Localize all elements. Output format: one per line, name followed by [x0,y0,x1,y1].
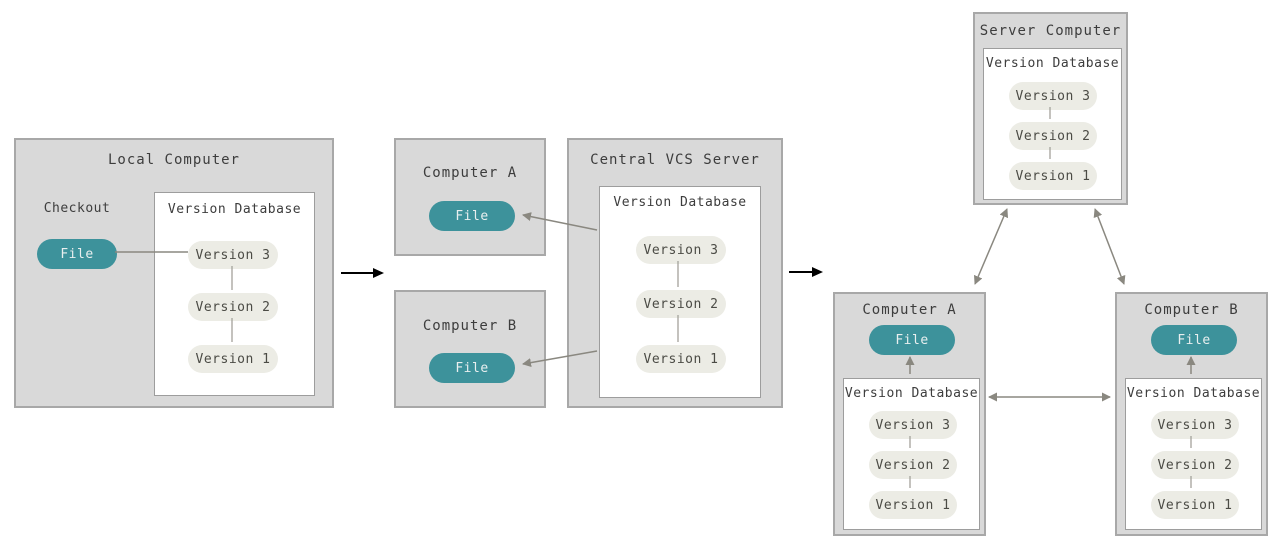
server-version-database-box: Version Database Version 3 Version 2 Ver… [983,48,1122,200]
computer-b-title: Computer B [422,318,518,334]
central-vcs-server-title: Central VCS Server [590,152,760,168]
version-pill: Version 3 [1009,82,1097,110]
version-pill: Version 1 [636,345,726,373]
file-pill: File [429,353,515,383]
version-pill: Version 2 [636,290,726,318]
version-pill: Version 1 [1151,491,1239,519]
version-pill: Version 2 [869,451,957,479]
computer-a-title: Computer A [862,302,957,318]
distributed-computer-b-box: Computer B File Version Database Version… [1115,292,1268,536]
central-version-database-box: Version Database Version 3 Version 2 Ver… [599,186,761,398]
version-pill: Version 2 [188,293,278,321]
version-pill: Version 2 [1009,122,1097,150]
version-pill: Version 1 [188,345,278,373]
server-computer-title: Server Computer [979,23,1122,39]
version-pill: Version 3 [636,236,726,264]
checkout-label: Checkout [43,201,111,216]
computer-a-version-database-box: Version Database Version 3 Version 2 Ver… [843,378,980,530]
version-pill: Version 2 [1151,451,1239,479]
computer-b-version-database-box: Version Database Version 3 Version 2 Ver… [1125,378,1262,530]
file-pill: File [869,325,955,355]
version-pill: Version 3 [1151,411,1239,439]
local-version-database-box: Version Database Version 3 Version 2 Ver… [154,192,315,396]
version-pill: Version 3 [869,411,957,439]
file-pill: File [429,201,515,231]
distributed-computer-a-box: Computer A File Version Database Version… [833,292,986,536]
sync-arrow-server-computer-a-icon [974,208,1008,285]
central-vcs-server-box: Central VCS Server Version Database Vers… [567,138,783,408]
version-database-title: Version Database [167,202,302,217]
local-computer-title: Local Computer [107,152,240,168]
file-pill: File [37,239,117,269]
version-database-title: Version Database [844,386,979,401]
computer-a-title: Computer A [422,165,518,181]
local-computer-box: Local Computer Checkout File Version Dat… [14,138,334,408]
centralized-computer-b-box: Computer B File [394,290,546,408]
version-pill: Version 1 [869,491,957,519]
centralized-computer-a-box: Computer A File [394,138,546,256]
version-pill: Version 3 [188,241,278,269]
computer-b-title: Computer B [1144,302,1239,318]
version-database-title: Version Database [985,56,1120,71]
server-computer-box: Server Computer Version Database Version… [973,12,1128,205]
version-database-title: Version Database [1126,386,1261,401]
sync-arrow-server-computer-b-icon [1093,208,1126,285]
version-pill: Version 1 [1009,162,1097,190]
version-database-title: Version Database [613,195,747,210]
file-pill: File [1151,325,1237,355]
